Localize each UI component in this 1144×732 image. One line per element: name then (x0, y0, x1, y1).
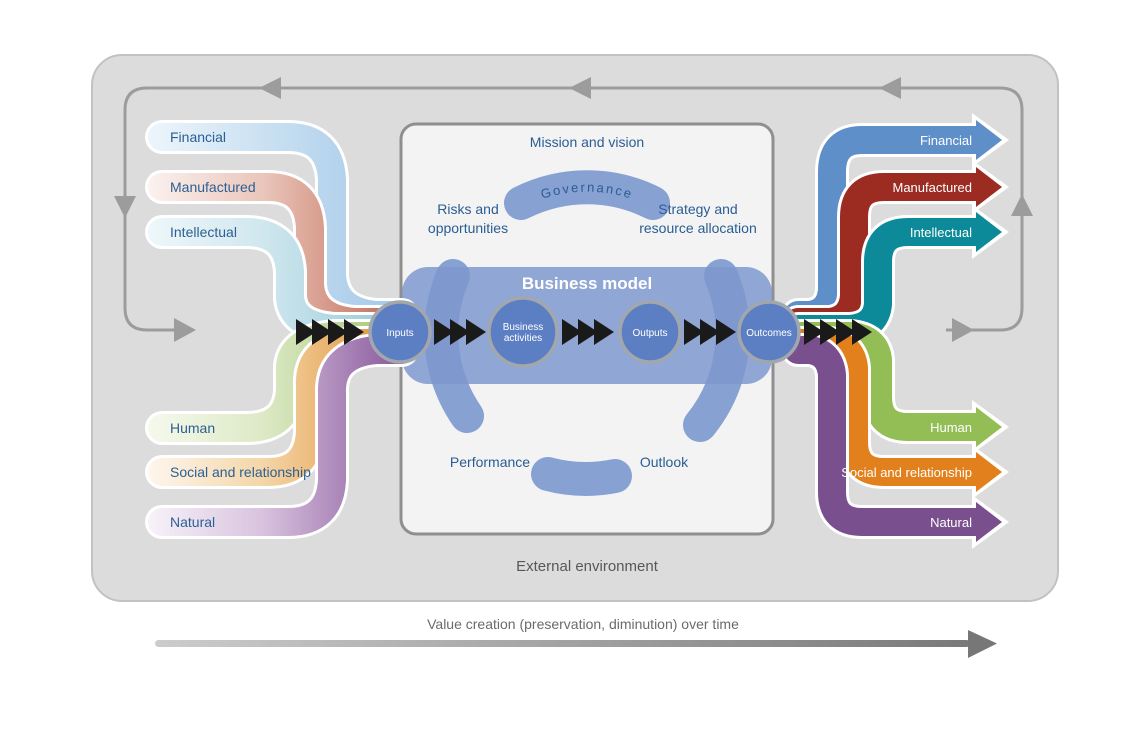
ring-arc-bottom (531, 457, 632, 496)
capital-label-left-intellectual: Intellectual (170, 224, 237, 240)
capital-label-right-natural: Natural (930, 515, 972, 530)
risks-label-1: Risks and (437, 201, 498, 217)
capital-label-left-financial: Financial (170, 129, 226, 145)
mission-vision-label: Mission and vision (530, 134, 644, 150)
governance-label: Governance (539, 180, 635, 202)
value-creation-arrow (155, 630, 997, 658)
node-outcomes: Outcomes (737, 300, 801, 364)
business-model-label: Business model (522, 274, 652, 293)
node-business-activities: Business activities (487, 296, 559, 368)
risks-label-2: opportunities (428, 220, 508, 236)
feedback-loop (114, 77, 1033, 342)
value-creation-label: Value creation (preservation, diminution… (427, 616, 739, 632)
ribbon-left-natural (145, 333, 419, 539)
ribbon-tip-natural (976, 502, 1002, 542)
loop-arrow-top-right (879, 77, 901, 99)
loop-arrow-from-outcomes (952, 318, 974, 342)
node-inputs: Inputs (368, 300, 432, 364)
node-outcomes-label: Outcomes (746, 328, 792, 339)
capital-label-left-human: Human (170, 420, 215, 436)
ribbon-tip-intellectual (976, 212, 1002, 252)
ring-arc-top (504, 170, 670, 220)
node-inputs-label: Inputs (386, 328, 413, 339)
loop-arrow-left-down (114, 196, 136, 218)
strategy-label-2: resource allocation (639, 220, 757, 236)
capital-label-left-natural: Natural (170, 514, 215, 530)
ribbon-right-natural (781, 333, 1009, 549)
ribbon-tip-social (976, 452, 1002, 492)
strategy-label-1: Strategy and (658, 201, 737, 217)
node-outputs: Outputs (618, 300, 682, 364)
external-environment-label: External environment (516, 558, 659, 575)
capital-label-left-manufactured: Manufactured (170, 179, 256, 195)
node-outputs-label: Outputs (632, 328, 667, 339)
loop-arrow-top-mid (569, 77, 591, 99)
capital-label-right-human: Human (930, 420, 972, 435)
ribbon-tip-human (976, 407, 1002, 447)
ribbon-right-social (781, 326, 1009, 499)
capital-label-right-manufactured: Manufactured (893, 180, 973, 195)
loop-arrow-right-up (1011, 194, 1033, 216)
capital-label-left-social: Social and relationship (170, 464, 311, 480)
outlook-label: Outlook (640, 454, 689, 470)
loop-arrow-top-left (259, 77, 281, 99)
capital-label-right-social: Social and relationship (841, 465, 972, 480)
ribbon-tip-financial (976, 120, 1002, 160)
capital-label-right-financial: Financial (920, 133, 972, 148)
performance-label: Performance (450, 454, 530, 470)
node-business-label-2: activities (504, 333, 542, 344)
ribbon-tip-manufactured (976, 167, 1002, 207)
capital-label-right-intellectual: Intellectual (910, 225, 972, 240)
node-business-label-1: Business (503, 322, 544, 333)
loop-arrow-into-inputs (174, 318, 196, 342)
